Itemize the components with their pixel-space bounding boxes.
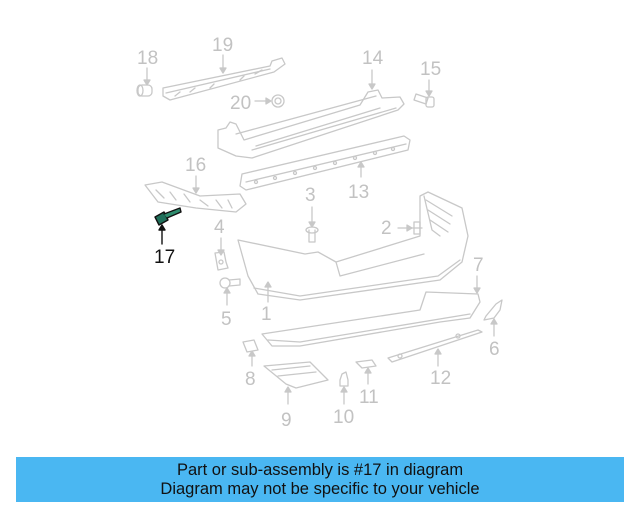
info-banner: Part or sub-assembly is #17 in diagram D… <box>16 457 624 502</box>
part-12-moulding[interactable] <box>387 329 483 367</box>
part-14-reinforcement[interactable] <box>217 69 405 159</box>
part-20-nut[interactable] <box>254 94 285 108</box>
part-3-retainer[interactable] <box>305 206 319 243</box>
part-15-bolt[interactable] <box>413 79 435 108</box>
callout-10[interactable]: 10 <box>333 407 355 428</box>
callout-18[interactable]: 18 <box>137 48 159 69</box>
callout-9[interactable]: 9 <box>281 410 292 431</box>
callout-19[interactable]: 19 <box>212 35 234 56</box>
part-13-absorber[interactable] <box>239 135 411 191</box>
callout-2[interactable]: 2 <box>381 218 392 239</box>
part-8-clip[interactable] <box>242 339 259 367</box>
part-10-push-clip[interactable] <box>339 371 349 405</box>
part-6-bracket[interactable] <box>483 299 503 337</box>
callout-20[interactable]: 20 <box>230 93 252 114</box>
banner-line-2: Diagram may not be specific to your vehi… <box>160 480 480 498</box>
part-17-bolt-highlighted[interactable] <box>154 207 182 245</box>
part-19-bracket[interactable] <box>162 54 286 101</box>
part-1-bumper-cover[interactable] <box>237 191 469 303</box>
callout-7[interactable]: 7 <box>473 255 484 276</box>
callout-8[interactable]: 8 <box>245 369 256 390</box>
part-18-clip[interactable] <box>136 67 153 97</box>
callout-12[interactable]: 12 <box>430 368 452 389</box>
callout-16[interactable]: 16 <box>185 155 207 176</box>
part-16-bracket[interactable] <box>144 175 247 213</box>
callout-14[interactable]: 14 <box>362 48 384 69</box>
callout-4[interactable]: 4 <box>214 217 225 238</box>
parts-diagram <box>136 54 503 405</box>
callout-15[interactable]: 15 <box>420 59 442 80</box>
callout-5[interactable]: 5 <box>221 309 232 330</box>
part-9-shield[interactable] <box>263 361 329 405</box>
part-11-clip[interactable] <box>355 359 377 385</box>
callout-17[interactable]: 17 <box>154 247 176 268</box>
part-2-clip[interactable] <box>397 221 423 235</box>
callout-11[interactable]: 11 <box>359 387 379 408</box>
callout-13[interactable]: 13 <box>348 182 370 203</box>
callout-6[interactable]: 6 <box>489 339 500 360</box>
callout-3[interactable]: 3 <box>305 185 316 206</box>
part-7-lower-panel[interactable] <box>261 275 481 347</box>
banner-line-1: Part or sub-assembly is #17 in diagram <box>176 461 464 479</box>
part-5-screw[interactable] <box>219 277 241 306</box>
part-4-nut-clip[interactable] <box>214 237 229 271</box>
callout-1[interactable]: 1 <box>261 304 272 325</box>
